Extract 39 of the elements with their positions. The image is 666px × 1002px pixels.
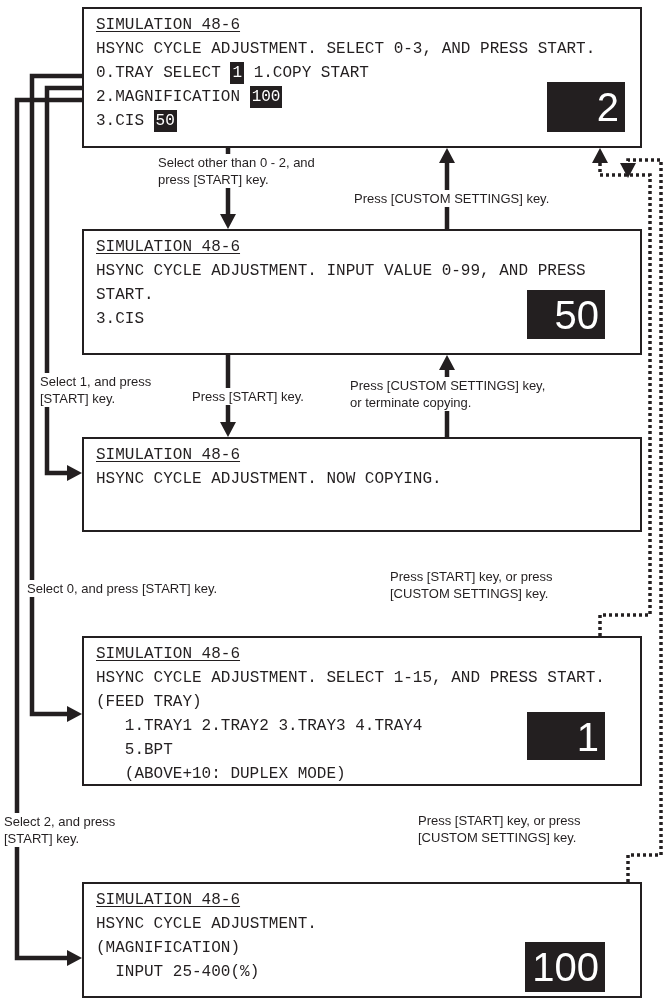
- arrow: [620, 158, 663, 882]
- screen-text: (ABOVE+10: DUPLEX MODE): [124, 764, 346, 785]
- screen-text: HSYNC CYCLE ADJUSTMENT.: [96, 914, 317, 935]
- value-display: 100: [525, 942, 605, 992]
- screen-display-box: [82, 882, 642, 998]
- arrow: [29, 73, 82, 722]
- arrow: [14, 97, 82, 966]
- value-display: 1: [527, 712, 605, 760]
- value-display: 2: [547, 82, 625, 132]
- screen-text: 0.TRAY SELECT: [96, 63, 221, 84]
- screen-text: (FEED TRAY): [96, 692, 202, 713]
- screen-display-box: [82, 437, 642, 532]
- highlighted-value: 1: [230, 62, 245, 84]
- screen-title: SIMULATION 48-6: [96, 237, 241, 258]
- highlighted-value: 100: [249, 86, 283, 108]
- edge-label: Select 0, and press [START] key.: [27, 580, 218, 597]
- screen-text: 1.COPY START: [253, 63, 369, 84]
- arrow: [592, 148, 652, 636]
- screen-text: 3.CIS: [96, 111, 144, 132]
- edge-label: Press [CUSTOM SETTINGS] key.: [354, 190, 550, 207]
- screen-title: SIMULATION 48-6: [96, 445, 241, 466]
- screen-title: SIMULATION 48-6: [96, 890, 241, 911]
- screen-display-box: [82, 636, 642, 786]
- screen-text: HSYNC CYCLE ADJUSTMENT. SELECT 1-15, AND PRESS START.: [96, 668, 605, 689]
- screen-title: SIMULATION 48-6: [96, 15, 241, 36]
- screen-text: (MAGNIFICATION): [96, 938, 241, 959]
- arrow: [44, 85, 82, 481]
- screen-title: SIMULATION 48-6: [96, 644, 241, 665]
- screen-display-box: [82, 7, 642, 148]
- screen-text: HSYNC CYCLE ADJUSTMENT. SELECT 0-3, AND PRESS START.: [96, 39, 596, 60]
- screen-display-box: [82, 229, 642, 355]
- edge-label: Press [START] key.: [192, 388, 304, 405]
- screen-text: INPUT 25-400(%): [115, 962, 260, 983]
- screen-text: HSYNC CYCLE ADJUSTMENT. NOW COPYING.: [96, 469, 442, 490]
- screen-text: 2.MAGNIFICATION: [96, 87, 241, 108]
- screen-text: 3.CIS: [96, 309, 144, 330]
- screen-text: 5.BPT: [124, 740, 173, 761]
- screen-text: 1.TRAY1 2.TRAY2 3.TRAY3 4.TRAY4: [124, 716, 423, 737]
- highlighted-value: 50: [153, 110, 177, 132]
